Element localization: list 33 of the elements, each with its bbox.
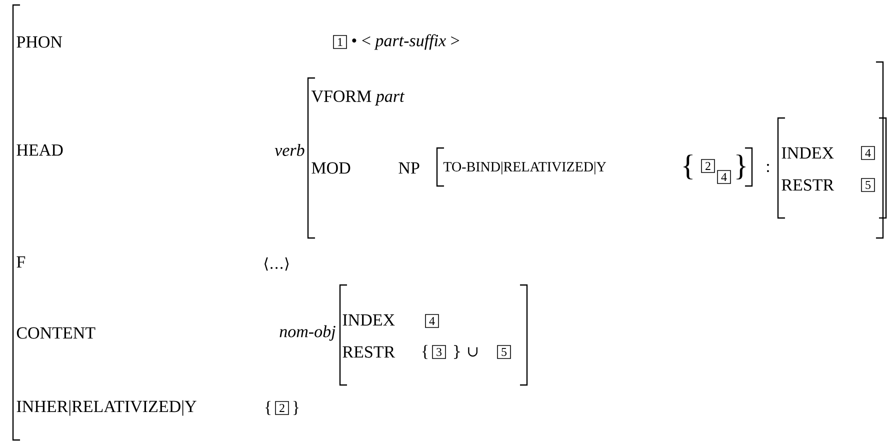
path-label: TO-BIND|RELATIVIZED|Y bbox=[443, 162, 606, 174]
feature-label: CONTENT bbox=[16, 327, 96, 339]
type-label: verb bbox=[274, 144, 304, 156]
boxed-tag: 5 bbox=[861, 178, 875, 192]
boxed-tag: 3 bbox=[432, 345, 446, 359]
list-value: ⟨…⟩ bbox=[264, 257, 289, 271]
feature-label: RESTR bbox=[782, 179, 834, 191]
boxed-tag: 2 bbox=[701, 159, 715, 173]
colon: : bbox=[766, 164, 769, 172]
type-label: nom-obj bbox=[280, 325, 336, 341]
brace: } bbox=[736, 154, 746, 180]
feature-label: INDEX bbox=[782, 147, 834, 159]
feature-label: HEAD bbox=[16, 144, 63, 156]
feature-label: PHON bbox=[16, 36, 62, 48]
feature-label: INHER|RELATIVIZED|Y bbox=[16, 400, 196, 416]
feature-label: RESTR bbox=[342, 346, 396, 358]
brace: { bbox=[684, 154, 692, 180]
boxed-tag: 4 bbox=[717, 170, 731, 184]
boxed-tag: 1 bbox=[333, 35, 347, 49]
brace: { bbox=[422, 344, 428, 360]
brace: } bbox=[293, 400, 299, 416]
brace: { bbox=[265, 400, 271, 416]
union-text: } ∪ bbox=[454, 345, 478, 359]
feature-label: F bbox=[16, 256, 26, 268]
feature-label: MOD bbox=[312, 162, 350, 174]
feature-value-text: VFORM part bbox=[311, 90, 405, 106]
boxed-tag: 4 bbox=[861, 146, 875, 160]
boxed-tag: 4 bbox=[425, 314, 439, 328]
boxed-tag: 5 bbox=[497, 345, 511, 359]
value-text: • < part-suffix > bbox=[352, 34, 460, 50]
feature-label: INDEX bbox=[342, 314, 395, 326]
category-label: NP bbox=[398, 162, 420, 174]
boxed-tag: 2 bbox=[275, 401, 289, 415]
